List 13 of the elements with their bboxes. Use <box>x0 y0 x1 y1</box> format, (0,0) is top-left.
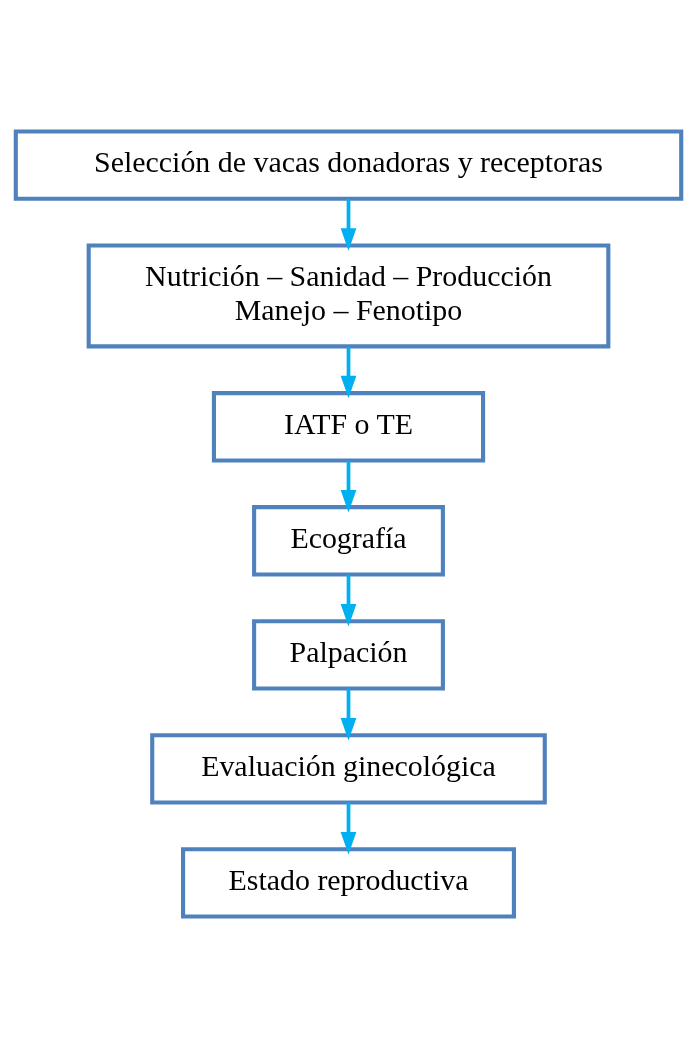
arrow <box>340 688 357 740</box>
node-box: Ecografía <box>252 504 445 577</box>
node-box: Nutrición – Sanidad – Producción Manejo – Fenotipo <box>86 242 611 348</box>
node-box: Selección de vacas donadoras y receptoras <box>13 128 684 201</box>
node-box: Estado reproductiva <box>181 846 516 919</box>
arrow <box>340 346 357 398</box>
arrow <box>340 460 357 512</box>
arrow <box>340 574 357 626</box>
node-box: IATF o TE <box>211 390 486 462</box>
arrow <box>340 802 357 854</box>
node-box: Palpación <box>252 618 445 691</box>
arrow <box>340 198 357 251</box>
node-box: Evaluación ginecológica <box>150 732 547 805</box>
